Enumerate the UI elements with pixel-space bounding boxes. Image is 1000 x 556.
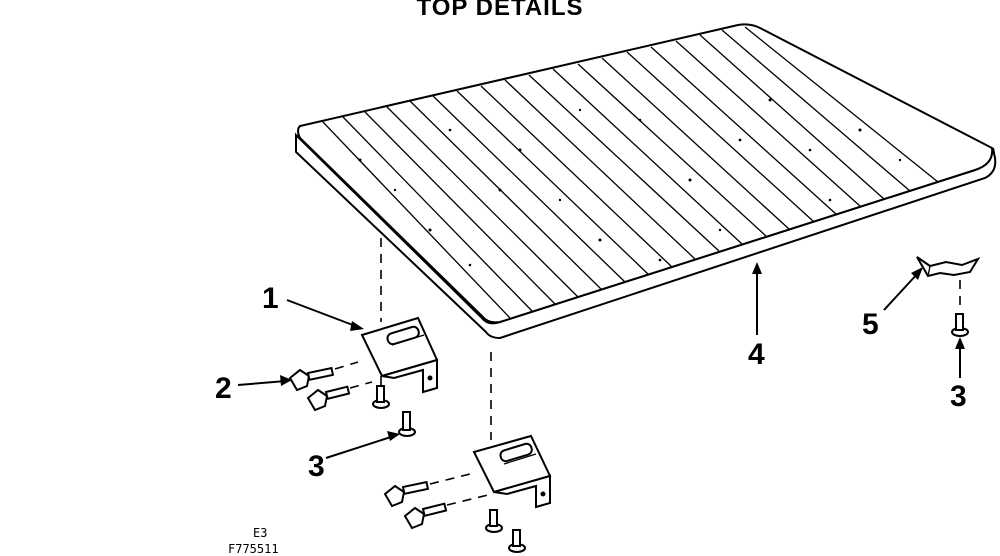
callout-4-group: 4	[748, 262, 765, 371]
screw-a	[372, 370, 390, 409]
callout-1: 1	[262, 282, 279, 315]
callout-5: 5	[862, 308, 879, 341]
corner-bracket-upper	[360, 316, 439, 394]
table-top	[295, 23, 997, 340]
hex-bolt-upper	[288, 361, 359, 392]
callout-3-left: 3	[308, 450, 325, 483]
drawing-code-e3: E3	[253, 526, 267, 540]
hex-bolt-lower	[383, 473, 471, 508]
callout-3-right-group: 3	[950, 337, 967, 413]
callout-3-left-group: 3	[308, 431, 400, 483]
callout-2-group: 2	[215, 372, 292, 405]
hex-bolt-upper-2	[306, 381, 373, 412]
callout-2: 2	[215, 372, 232, 405]
diagram-title: TOP DETAILS	[416, 0, 584, 21]
screw-b	[398, 411, 416, 437]
corner-bracket-lower	[472, 434, 552, 509]
plank-lines	[321, 26, 939, 319]
callout-1-group: 1	[262, 282, 364, 331]
retaining-clip	[916, 256, 981, 278]
callout-3-right: 3	[950, 380, 967, 413]
screw-d	[508, 529, 526, 553]
screw-e	[951, 313, 969, 337]
callout-4: 4	[748, 338, 765, 371]
screw-c	[485, 509, 503, 533]
callout-5-group: 5	[862, 267, 923, 341]
drawing-code-number: F775511	[228, 542, 279, 556]
wood-grain	[358, 98, 902, 267]
hex-bolt-lower-2	[403, 494, 489, 530]
